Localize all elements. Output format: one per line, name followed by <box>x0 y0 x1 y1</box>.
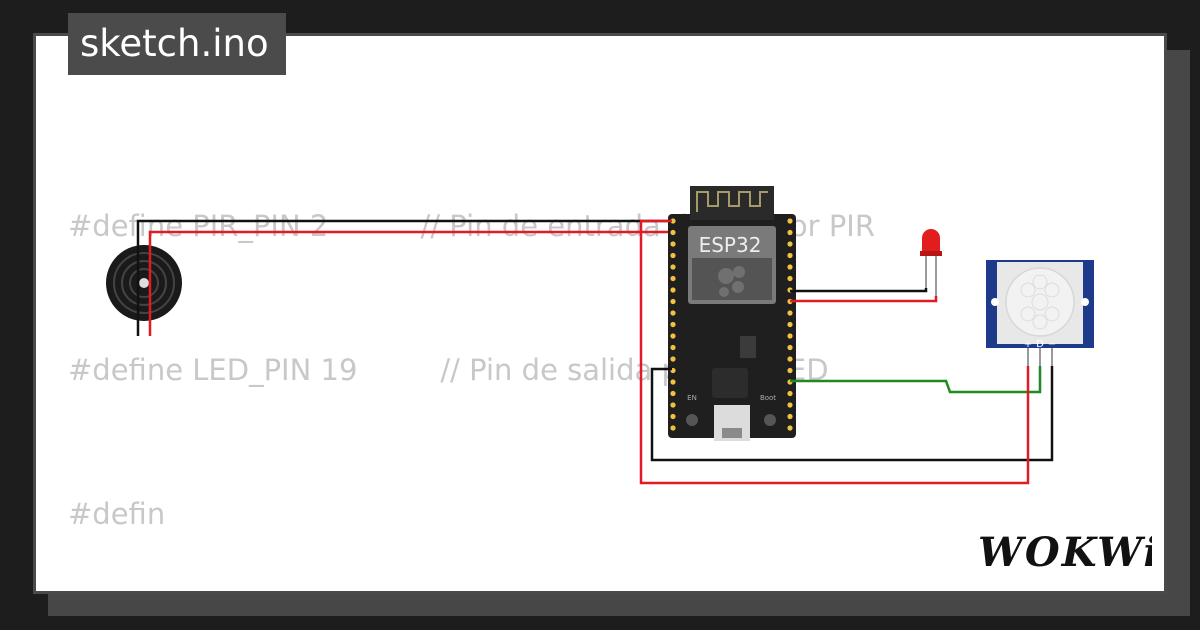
code-text: #defin <box>68 497 166 531</box>
header-pin <box>670 229 676 236</box>
header-pin <box>670 413 676 420</box>
header-pin <box>787 252 793 259</box>
header-pin <box>787 218 793 224</box>
header-pin <box>670 275 676 282</box>
pin-header-left <box>670 218 676 431</box>
header-pin <box>670 390 676 397</box>
board-label: ESP32 <box>699 233 762 257</box>
header-pin <box>787 425 793 431</box>
header-pin <box>670 287 676 293</box>
header-pin <box>787 333 793 339</box>
header-pin <box>787 264 793 270</box>
pir-pin-vcc-label: + <box>1024 339 1032 350</box>
wire-led-gnd <box>790 288 928 293</box>
header-pin <box>670 252 676 259</box>
header-pin <box>670 425 676 431</box>
logo-text: WOKWi <box>978 529 1152 576</box>
header-pin <box>787 241 793 247</box>
wire-pir-gnd <box>650 366 1054 462</box>
wire-pir-vcc <box>639 219 1030 485</box>
header-pin <box>787 344 793 351</box>
code-text: #define LED_PIN 19 <box>68 353 358 387</box>
led-icon[interactable] <box>920 229 942 298</box>
code-line: #defin <box>68 490 875 538</box>
code-text: #define PIR_PIN 2 <box>68 209 329 243</box>
header-pin <box>787 390 793 397</box>
file-tab[interactable]: sketch.ino <box>68 13 286 75</box>
header-pin <box>787 310 793 316</box>
pir-pin-gnd-label: − <box>1048 339 1056 350</box>
wokwi-logo: WOKWi <box>978 529 1152 576</box>
wire-buzzer-gnd <box>136 219 790 336</box>
header-pin <box>670 333 676 339</box>
wire-pir-data <box>790 366 1042 394</box>
header-pin <box>670 241 676 247</box>
header-pin <box>670 298 676 305</box>
header-pin <box>787 321 793 328</box>
header-pin <box>787 402 793 408</box>
header-pin <box>670 218 676 224</box>
pir-pin-data-label: D <box>1036 339 1044 350</box>
pir-sensor-icon[interactable]: + D − <box>986 260 1094 368</box>
header-pin <box>787 413 793 420</box>
header-pin <box>670 402 676 408</box>
header-pin <box>670 356 676 362</box>
header-pin <box>670 264 676 270</box>
buzzer-icon[interactable] <box>106 245 182 321</box>
wire-buzzer-signal <box>148 230 790 336</box>
header-pin <box>787 229 793 236</box>
en-button-label: EN <box>687 394 697 402</box>
header-pin <box>787 356 793 362</box>
wire-led-signal <box>790 296 938 303</box>
header-pin <box>670 379 676 385</box>
diagram-card: #define PIR_PIN 2 // Pin de entrada del … <box>33 33 1167 594</box>
header-pin <box>670 344 676 351</box>
esp32-board-icon[interactable]: ESP32 EN Boot <box>668 186 796 441</box>
header-pin <box>787 367 793 374</box>
header-pin <box>670 310 676 316</box>
header-pin <box>787 275 793 282</box>
header-pin <box>670 321 676 328</box>
boot-button-label: Boot <box>760 394 776 402</box>
